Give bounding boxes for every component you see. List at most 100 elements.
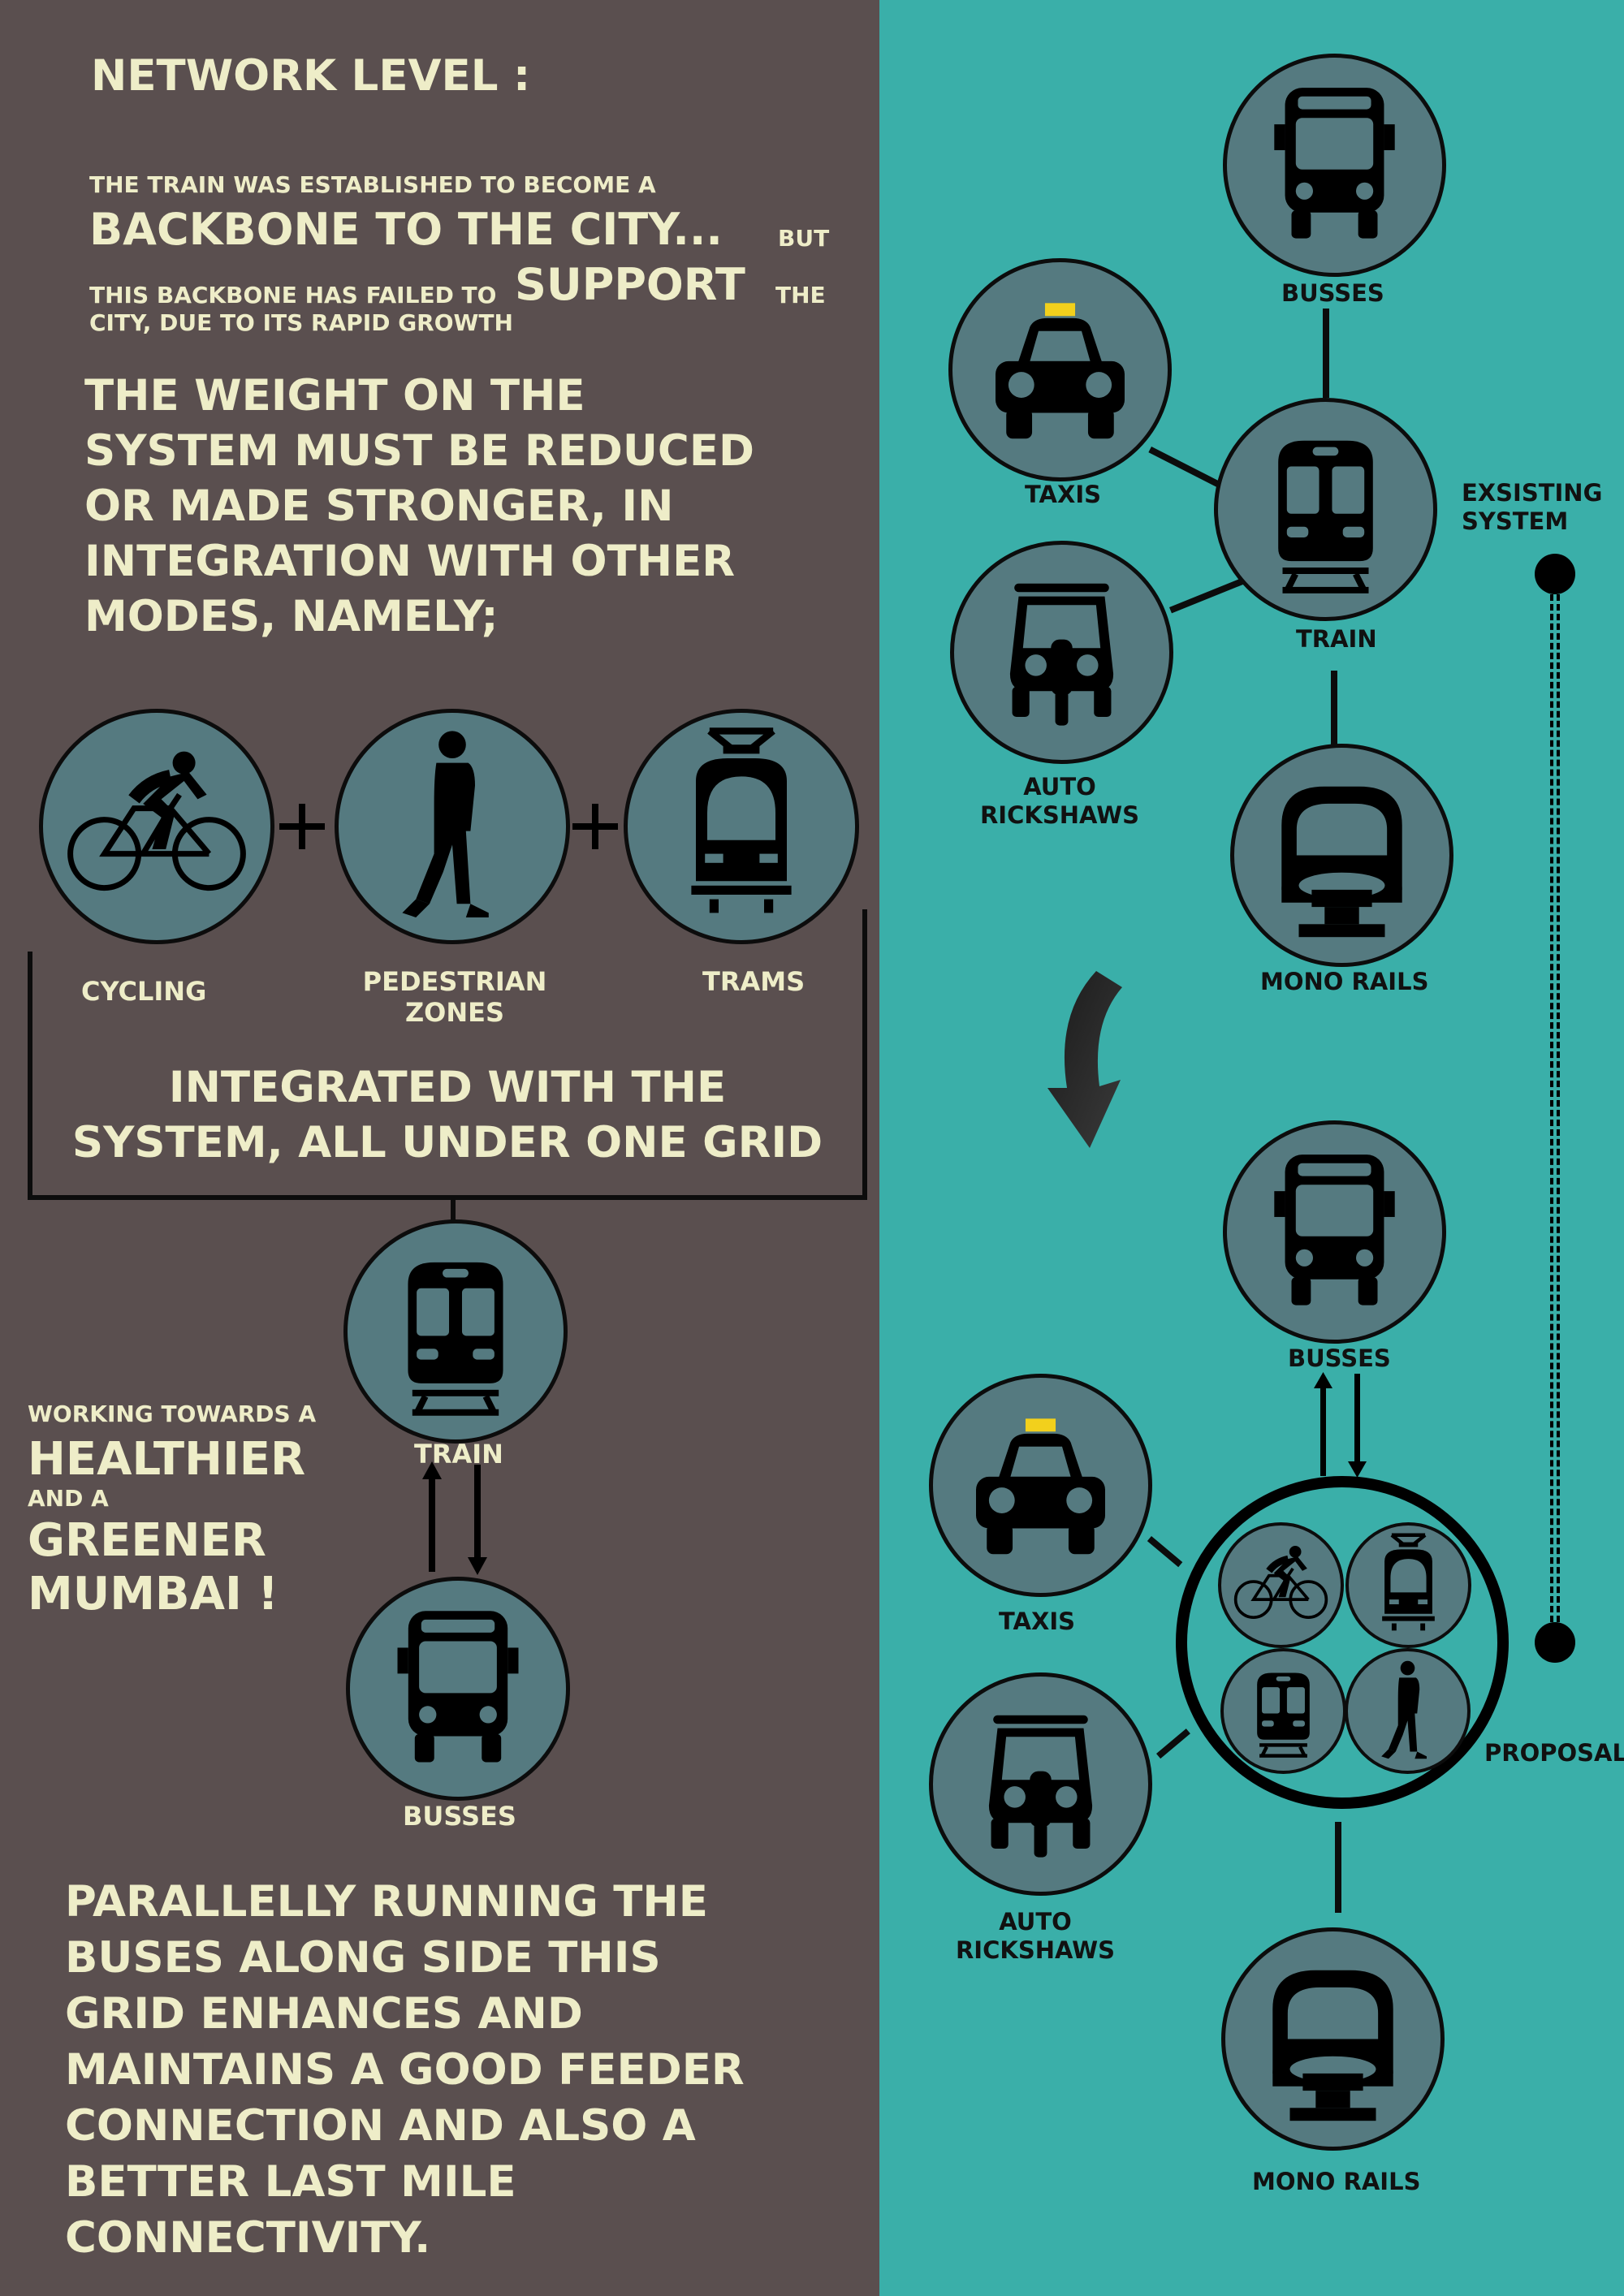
existing-busses-circle <box>1223 54 1446 277</box>
bicycle-icon <box>1221 1526 1341 1645</box>
left-train-circle <box>343 1219 568 1444</box>
existing-taxis-label: TAXIS <box>1025 481 1102 508</box>
weight-line: SYSTEM MUST BE REDUCED <box>84 426 755 476</box>
parallel-line: CONNECTION AND ALSO A <box>65 2101 696 2151</box>
left-train-label: TRAIN <box>414 1439 503 1470</box>
connector-train-mono <box>1331 671 1337 745</box>
left-busses-circle <box>346 1577 570 1801</box>
existing-auto-circle <box>950 541 1173 764</box>
proposal-label: PROPOSAL <box>1484 1739 1624 1767</box>
bus-icon <box>1227 1124 1442 1340</box>
parallel-line: MAINTAINS A GOOD FEEDER <box>65 2045 745 2095</box>
parallel-line: BUSES ALONG SIDE THIS <box>65 1933 661 1983</box>
hub-cycling-circle <box>1218 1522 1344 1648</box>
bracket-bottom <box>28 1195 867 1200</box>
existing-system-label: EXSISTING SYSTEM <box>1462 479 1602 536</box>
parallel-line: BETTER LAST MILE <box>65 2157 516 2207</box>
train-icon <box>1224 1651 1343 1771</box>
intro-line-4: CITY, DUE TO ITS RAPID GROWTH <box>89 309 513 336</box>
cycling-circle <box>39 709 274 944</box>
mumbai-text: MUMBAI ! <box>28 1568 279 1621</box>
pedestrian-zones-label: PEDESTRIAN ZONES <box>357 966 552 1029</box>
timeline-end-dot <box>1535 1622 1575 1663</box>
left-busses-label: BUSSES <box>403 1801 516 1832</box>
left-panel <box>0 0 879 2296</box>
up-down-arrows-icon <box>1314 1372 1367 1478</box>
existing-busses-label: BUSSES <box>1281 279 1384 307</box>
bracket-connector <box>451 1198 456 1221</box>
existing-mono-label: MONO RAILS <box>1260 968 1429 995</box>
proposal-mono-label: MONO RAILS <box>1252 2168 1421 2195</box>
system-label-line: SYSTEM <box>1462 507 1569 535</box>
greener-text: GREENER <box>28 1514 266 1567</box>
weight-line: OR MADE STRONGER, IN <box>84 481 674 531</box>
connector-bus-train <box>1323 309 1329 398</box>
tram-icon <box>628 713 855 940</box>
pedestrian-icon <box>1348 1651 1467 1771</box>
auto-label-line: AUTO <box>999 1908 1072 1936</box>
integrated-line: INTEGRATED WITH THE <box>168 1063 727 1112</box>
plus-icon <box>279 804 325 849</box>
proposal-mono-circle <box>1221 1927 1445 2151</box>
weight-line: THE WEIGHT ON THE <box>84 371 585 421</box>
auto-label-line: AUTO <box>1023 773 1096 801</box>
existing-train-circle <box>1214 398 1437 621</box>
healthier-text: HEALTHIER <box>28 1433 306 1486</box>
rickshaws-label-line: RICKSHAWS <box>955 1936 1116 1964</box>
existing-auto-label: AUTO RICKSHAWS <box>966 773 1153 830</box>
auto-rickshaw-icon <box>954 545 1169 760</box>
proposal-taxis-circle <box>929 1374 1152 1597</box>
pedestrian-circle <box>335 709 570 944</box>
working-line-1: WORKING TOWARDS A <box>28 1400 317 1427</box>
train-icon <box>348 1224 564 1439</box>
existing-mono-circle <box>1230 744 1453 967</box>
intro-the-text: THE <box>775 282 826 309</box>
cycling-label: CYCLING <box>81 976 207 1007</box>
tram-icon <box>1349 1526 1468 1645</box>
trams-label: TRAMS <box>702 966 806 997</box>
intro-backbone-text: BACKBONE TO THE CITY... <box>89 204 723 255</box>
up-down-arrows-icon <box>422 1461 487 1575</box>
hub-tram-circle <box>1345 1522 1471 1648</box>
hub-pedestrian-circle <box>1345 1648 1471 1774</box>
bicycle-icon <box>43 713 270 940</box>
taxi-icon <box>952 262 1168 477</box>
integrated-text: INTEGRATED WITH THE SYSTEM, ALL UNDER ON… <box>28 1060 867 1171</box>
weight-paragraph: THE WEIGHT ON THE SYSTEM MUST BE REDUCED… <box>84 369 754 645</box>
intro-support-text: SUPPORT <box>515 259 745 310</box>
plus-icon <box>572 804 618 849</box>
train-icon <box>1218 402 1433 617</box>
existing-taxis-circle <box>948 258 1172 481</box>
parallel-line: GRID ENHANCES AND <box>65 1989 583 2039</box>
monorail-icon <box>1225 1931 1440 2147</box>
intro-line-3: THIS BACKBONE HAS FAILED TO <box>89 282 497 309</box>
bus-icon <box>350 1581 566 1797</box>
curved-arrow-icon <box>1047 971 1122 1148</box>
existing-label-line: EXSISTING <box>1462 479 1603 507</box>
pedestrian-label-line: PEDESTRIAN <box>362 966 547 997</box>
network-level-heading: NETWORK LEVEL : <box>91 51 531 101</box>
pedestrian-icon <box>339 713 566 940</box>
hub-train-circle <box>1220 1648 1346 1774</box>
bus-icon <box>1227 58 1442 273</box>
intro-but-text: BUT <box>778 225 830 252</box>
zones-label-line: ZONES <box>404 997 505 1029</box>
timeline-dashed-line <box>1550 585 1560 1632</box>
bracket-right <box>862 909 867 1199</box>
proposal-auto-circle <box>929 1672 1152 1896</box>
taxi-icon <box>933 1378 1148 1593</box>
weight-line: MODES, NAMELY; <box>84 592 499 641</box>
proposal-taxis-label: TAXIS <box>999 1608 1076 1635</box>
intro-line-1: THE TRAIN WAS ESTABLISHED TO BECOME A <box>89 171 656 198</box>
proposal-busses-circle <box>1223 1120 1446 1344</box>
proposal-busses-label: BUSSES <box>1288 1344 1391 1372</box>
timeline-start-dot <box>1535 554 1575 594</box>
bracket-left <box>28 952 32 1199</box>
integrated-line: SYSTEM, ALL UNDER ONE GRID <box>71 1118 823 1167</box>
rickshaws-label-line: RICKSHAWS <box>979 801 1140 829</box>
parallel-paragraph: PARALLELLY RUNNING THE BUSES ALONG SIDE … <box>65 1874 745 2266</box>
parallel-line: CONNECTIVITY. <box>65 2213 431 2263</box>
weight-line: INTEGRATION WITH OTHER <box>84 537 736 586</box>
existing-train-label: TRAIN <box>1296 625 1377 653</box>
parallel-line: PARALLELLY RUNNING THE <box>65 1877 708 1927</box>
